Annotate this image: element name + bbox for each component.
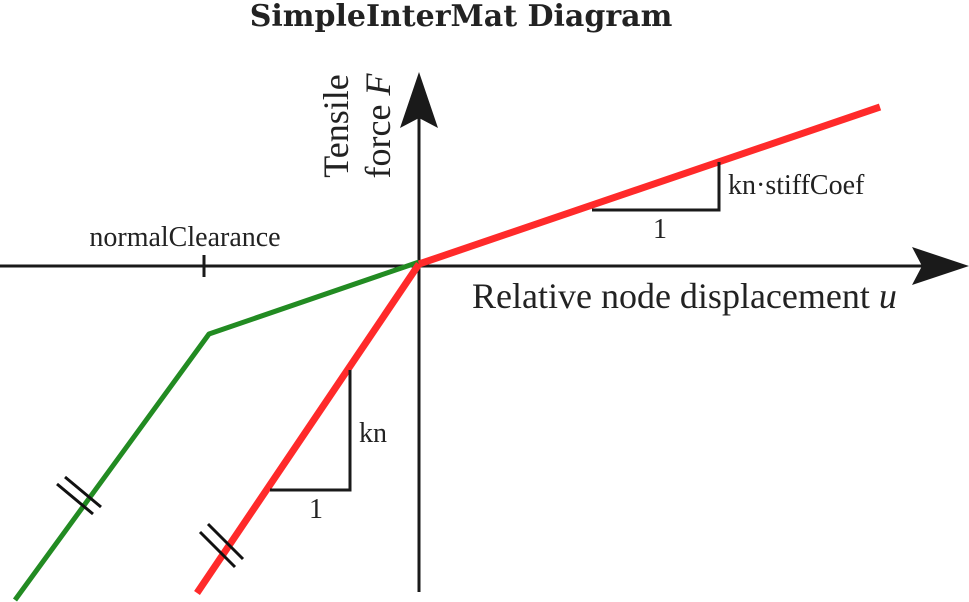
svg-text:force F: force F (358, 73, 398, 179)
upper-run-label: 1 (653, 214, 667, 245)
upper-slope-label: kn·stiffCoef (728, 170, 865, 201)
x-axis-label: Relative node displacement u (472, 276, 897, 316)
x-axis-label-text: Relative node displacement (472, 276, 879, 316)
y-axis-arrowhead (400, 72, 438, 128)
x-axis-arrowhead (912, 247, 969, 285)
lower-slope-triangle (270, 370, 352, 492)
y-axis-label-line2: force (358, 96, 398, 179)
red-break-mark (198, 522, 245, 569)
y-axis-label-line1: Tensile (316, 74, 356, 177)
red-curve-lower (194, 262, 422, 595)
y-axis-label: Tensile force F (316, 73, 398, 179)
lower-run-label: 1 (309, 494, 323, 525)
y-axis-symbol: F (358, 73, 398, 97)
diagram-title: SimpleInterMat Diagram (250, 0, 673, 34)
svg-text:Tensile: Tensile (316, 74, 356, 177)
normal-clearance-label: normalClearance (89, 222, 280, 253)
green-curve (12, 259, 420, 602)
x-axis-symbol: u (879, 276, 897, 316)
red-curve-upper (417, 103, 882, 268)
lower-slope-label: kn (359, 418, 387, 449)
upper-slope-triangle (592, 162, 721, 212)
green-break-mark (56, 475, 102, 516)
